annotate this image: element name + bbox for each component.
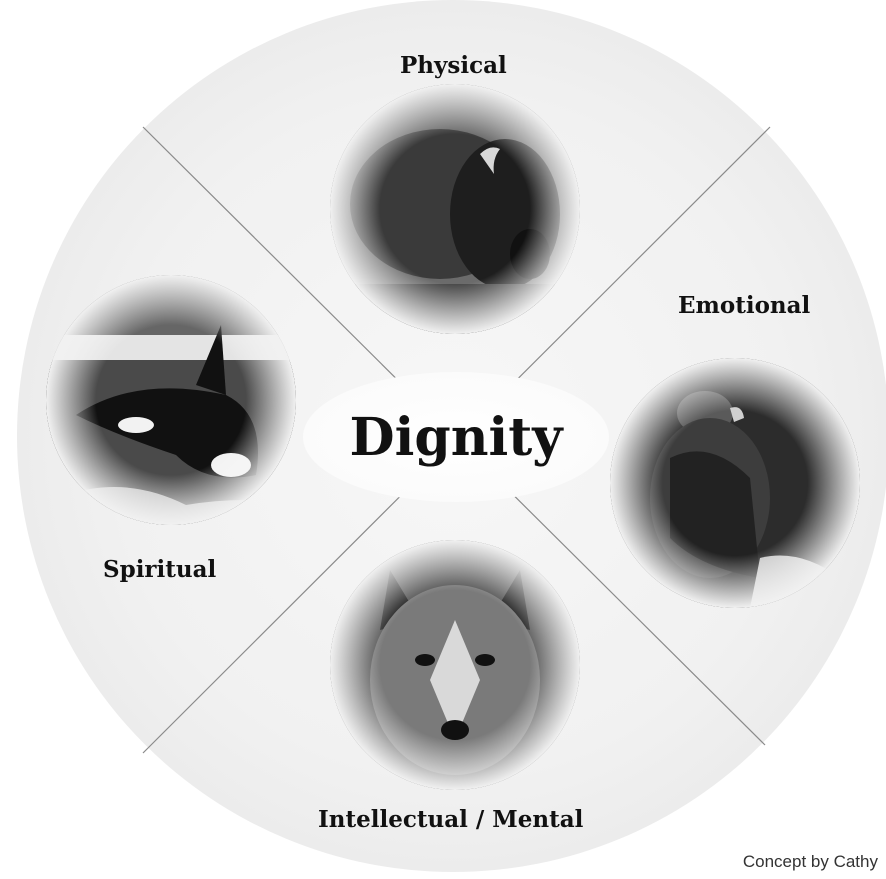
center-ellipse xyxy=(303,372,609,502)
label-intellectual: Intellectual / Mental xyxy=(318,806,584,833)
label-emotional: Emotional xyxy=(678,292,811,319)
orca-icon xyxy=(46,275,296,525)
hawk-icon xyxy=(610,358,860,608)
bison-icon xyxy=(330,84,580,334)
label-spiritual: Spiritual xyxy=(103,556,217,583)
credit-text: Concept by Cathy xyxy=(742,852,878,871)
center-title: Dignity xyxy=(349,406,563,468)
wolf-icon xyxy=(330,540,580,790)
label-physical: Physical xyxy=(400,52,507,79)
